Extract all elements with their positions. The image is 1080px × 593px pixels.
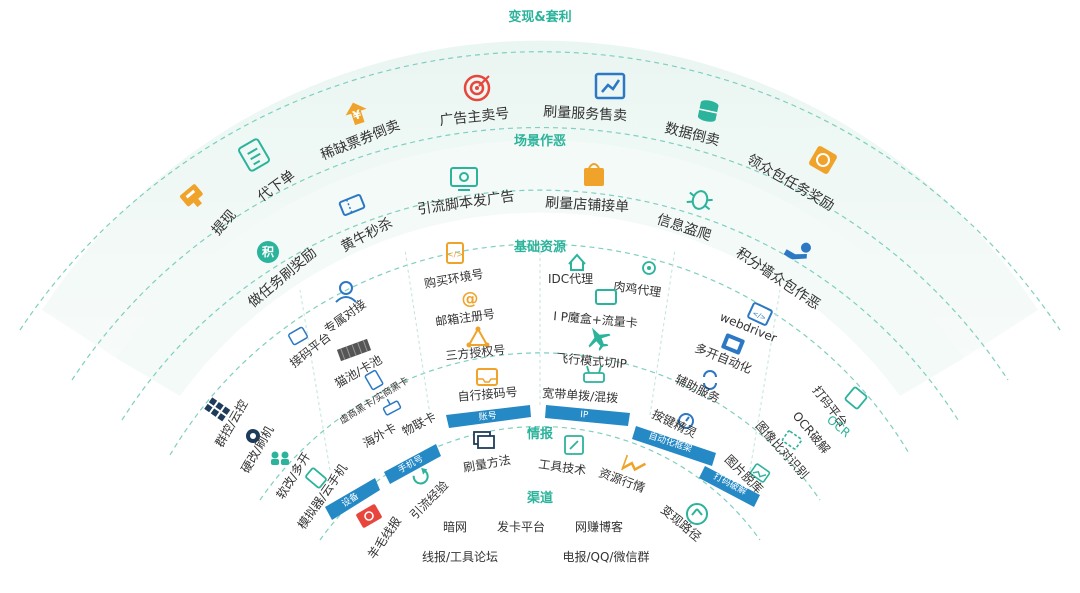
channel-items: 暗网 发卡平台 网赚博客 线报/工具论坛 电报/QQ/微信群 bbox=[422, 519, 650, 564]
base-phone: 专属对接 接码平台 猫池/卡池 虚商黑卡/实商黑卡 海外卡 物联卡 bbox=[287, 281, 438, 451]
base-auto-assist: 辅助服务 bbox=[673, 371, 723, 406]
trend-icon bbox=[621, 454, 647, 472]
base-phone-iot: 物联卡 bbox=[400, 409, 438, 438]
monetize-item-traffic-service: 刷量服务售卖 bbox=[543, 104, 628, 124]
phone-cloud-icon bbox=[305, 467, 327, 489]
channel-item-card-platform: 发卡平台 bbox=[497, 519, 545, 534]
base-phone-overseas: 海外卡 bbox=[360, 420, 399, 451]
base-account: </> 购买环境号 @ 邮箱注册号 三方授权号 自行接码号 bbox=[423, 242, 518, 404]
ocr-text-icon: OCR bbox=[824, 413, 853, 441]
tab-captcha-bg bbox=[699, 466, 760, 507]
ring-title-base: 基础资源 bbox=[513, 239, 566, 255]
base-account-self-sms: 自行接码号 bbox=[457, 384, 518, 404]
tab-auto-bg bbox=[632, 426, 716, 466]
scene-band bbox=[116, 140, 964, 396]
user-headset-icon bbox=[335, 281, 357, 303]
base-ip-airplane-mode: 飞行模式切IP bbox=[556, 351, 628, 371]
base-account-email: 邮箱注册号 bbox=[434, 306, 496, 329]
image-compare-icon bbox=[781, 430, 803, 450]
stopwatch-icon bbox=[678, 413, 694, 429]
base-ip-broadband: 宽带单拨/混拨 bbox=[542, 385, 619, 405]
intel-item-traffic-exp: 引流经验 bbox=[407, 478, 452, 523]
chart-up-icon bbox=[594, 72, 626, 100]
atm-icon bbox=[180, 184, 203, 208]
base-captcha: 打码平台 OCR OCR破解 图像比对识别 图片脱库 bbox=[722, 383, 868, 496]
tab-ip: IP bbox=[580, 410, 589, 421]
base-ip: IDC代理 肉鸡代理 I P魔盒+流量卡 飞行模式切IP 宽带单拨/混拨 bbox=[542, 253, 663, 405]
base-account-oauth: 三方授权号 bbox=[445, 342, 506, 363]
base-captcha-ocr: OCR破解 bbox=[790, 408, 834, 456]
tab-phone-bg bbox=[384, 444, 441, 484]
ring-title-scene: 场景作恶 bbox=[514, 133, 566, 149]
email-at-icon: @ bbox=[462, 289, 479, 309]
channel-item-darknet: 暗网 bbox=[443, 519, 467, 534]
base-ip-zombie: 肉鸡代理 bbox=[613, 278, 663, 300]
sim-pool-icon bbox=[336, 338, 372, 362]
ring-title-intel: 情报 bbox=[527, 426, 554, 442]
tool-doc-icon bbox=[564, 435, 584, 455]
code-doc-icon: </> bbox=[446, 242, 464, 264]
database-coins-icon bbox=[697, 100, 719, 122]
score-badge-icon: 积 bbox=[257, 241, 279, 263]
cycle-arrows-icon bbox=[703, 370, 717, 390]
windows-icon bbox=[721, 333, 745, 355]
wifi-box-icon bbox=[595, 289, 617, 305]
reward-icon bbox=[809, 146, 837, 174]
monetize-item-ad-account: 广告主卖号 bbox=[439, 106, 510, 129]
score-badge-text: 积 bbox=[262, 244, 274, 259]
redirect-icon bbox=[412, 467, 429, 485]
scene-item-shop-order: 刷量店铺接单 bbox=[545, 194, 630, 215]
inbox-icon bbox=[476, 368, 498, 386]
hand-coin-icon bbox=[783, 242, 811, 260]
base-phone-sms-platform: 接码平台 bbox=[287, 329, 334, 370]
tab-ip-bg bbox=[545, 405, 630, 426]
sim-card-icon bbox=[364, 369, 384, 391]
intel-item-tool-tech: 工具技术 bbox=[538, 457, 587, 478]
base-account-env: 购买环境号 bbox=[423, 266, 485, 291]
target-small-icon bbox=[642, 261, 656, 275]
svg-text:</>: </> bbox=[447, 250, 463, 259]
ring-title-channel: 渠道 bbox=[526, 490, 553, 506]
intel-item-traffic-method: 刷量方法 bbox=[462, 452, 512, 475]
sector-dividers bbox=[299, 245, 781, 471]
layers-icon bbox=[473, 431, 495, 449]
server-rack-icon bbox=[204, 397, 231, 422]
modem-icon bbox=[583, 365, 605, 383]
airplane-icon bbox=[588, 327, 611, 351]
image-icon bbox=[749, 463, 771, 483]
triangle-share-icon bbox=[466, 326, 490, 348]
ticket-up-icon: ¥ bbox=[345, 102, 367, 126]
router-icon bbox=[382, 398, 402, 416]
target-icon bbox=[463, 74, 491, 102]
tab-account-bg bbox=[446, 405, 531, 428]
base-phone-dedicated: 专属对接 bbox=[321, 296, 369, 336]
monetize-band bbox=[42, 40, 1038, 358]
qr-frame-icon bbox=[844, 386, 868, 410]
base-ip-magic-box: I P魔盒+流量卡 bbox=[553, 308, 639, 330]
home-icon bbox=[568, 253, 586, 271]
channel-item-groups: 电报/QQ/微信群 bbox=[563, 549, 650, 564]
people-icon bbox=[271, 451, 289, 465]
tab-device-bg bbox=[325, 478, 380, 520]
base-ip-idc: IDC代理 bbox=[548, 272, 593, 286]
ring-title-monetize: 变现&套利 bbox=[508, 9, 571, 25]
coupon-icon bbox=[356, 504, 382, 528]
tab-account: 账号 bbox=[478, 410, 497, 423]
bug-icon bbox=[686, 190, 713, 211]
gear-icon bbox=[246, 429, 260, 443]
channel-item-forum: 线报/工具论坛 bbox=[422, 549, 498, 564]
shopping-bag-icon bbox=[584, 163, 604, 186]
channel-item-blog: 网赚博客 bbox=[575, 519, 623, 534]
lightbulb-icon bbox=[686, 503, 708, 525]
sms-icon bbox=[288, 326, 308, 346]
ticket-icon bbox=[338, 193, 366, 217]
monitor-icon bbox=[450, 167, 478, 191]
order-list-icon bbox=[238, 138, 270, 172]
base-auto: </> webdriver 多开自动化 辅助服务 按键精灵 bbox=[650, 302, 779, 441]
